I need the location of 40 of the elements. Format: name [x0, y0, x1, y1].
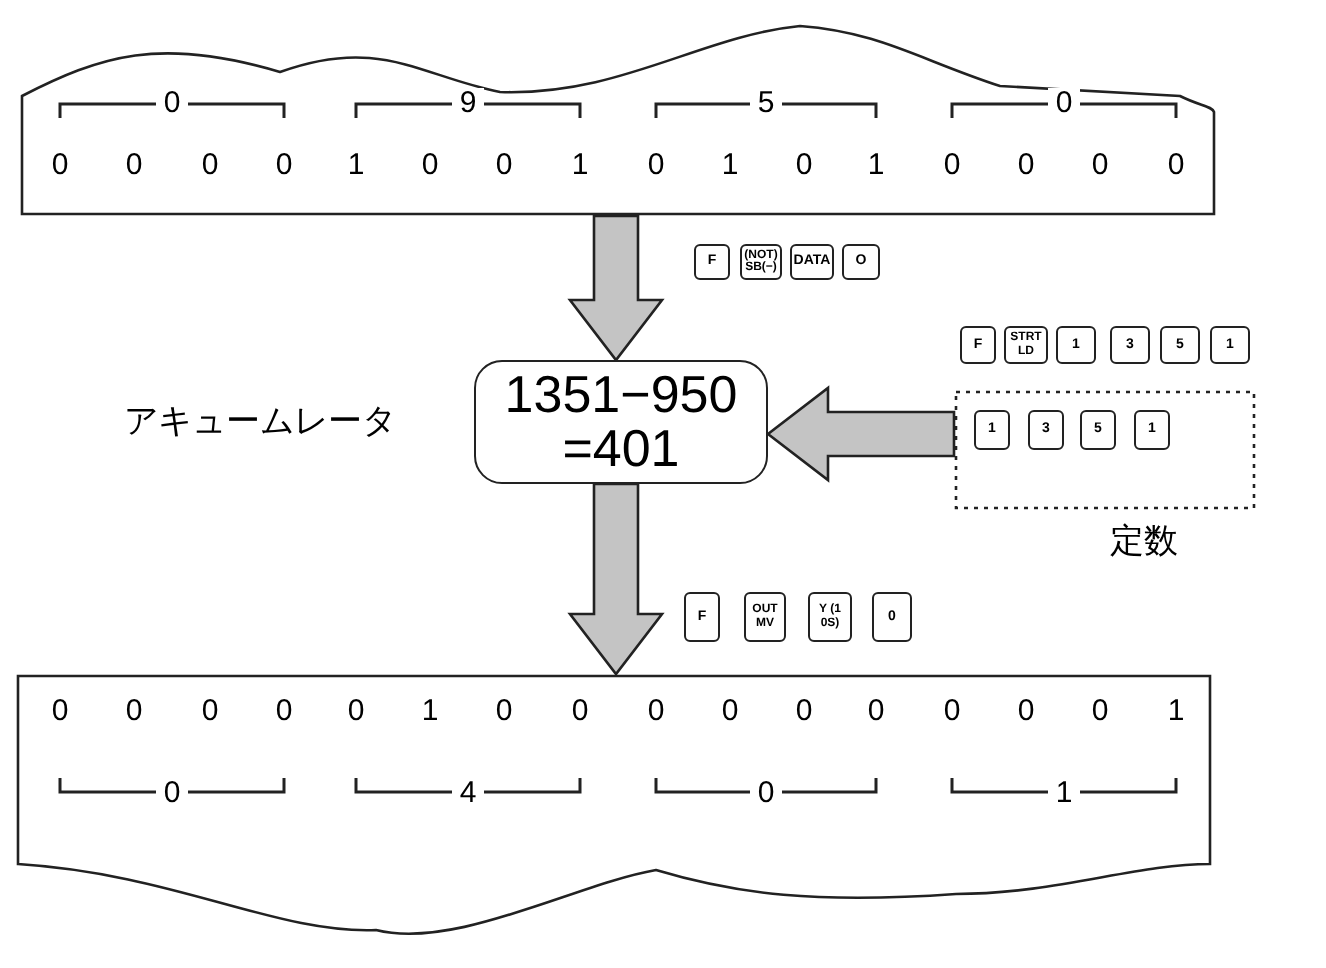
- bit-value: 0: [645, 696, 667, 728]
- bit-value: 0: [1015, 696, 1037, 728]
- dashed-group-box: [954, 390, 1256, 510]
- bit-value: 1: [865, 150, 887, 182]
- block-arrow: [567, 482, 665, 677]
- bit-value: 0: [493, 150, 515, 182]
- bit-value: 0: [941, 150, 963, 182]
- bit-value: 0: [793, 696, 815, 728]
- bit-value: 0: [199, 150, 221, 182]
- accumulator-box: [474, 360, 768, 484]
- bit-value: 1: [1165, 696, 1187, 728]
- bit-value: 0: [199, 696, 221, 728]
- bit-value: 0: [645, 150, 667, 182]
- bit-value: 0: [865, 696, 887, 728]
- bit-value: 0: [493, 696, 515, 728]
- bit-value: 1: [569, 150, 591, 182]
- bit-value: 0: [123, 150, 145, 182]
- bit-value: 0: [419, 150, 441, 182]
- bit-value: 0: [1089, 696, 1111, 728]
- bit-value: 0: [273, 150, 295, 182]
- bit-value: 0: [569, 696, 591, 728]
- bit-value: 0: [719, 696, 741, 728]
- bit-value: 1: [719, 150, 741, 182]
- bit-value: 0: [1165, 150, 1187, 182]
- bit-value: 0: [1089, 150, 1111, 182]
- bit-value: 0: [941, 696, 963, 728]
- node-label: 定数: [1110, 522, 1178, 562]
- bit-value: 0: [273, 696, 295, 728]
- bit-value: 1: [419, 696, 441, 728]
- bit-value: 0: [1015, 150, 1037, 182]
- accumulator-value: 1351−950 =401: [503, 368, 739, 476]
- block-arrow: [765, 385, 956, 483]
- block-arrow: [567, 214, 665, 363]
- bit-value: 0: [49, 150, 71, 182]
- node-label: アキュームレータ: [124, 402, 396, 442]
- bit-value: 0: [49, 696, 71, 728]
- bit-value: 1: [345, 150, 367, 182]
- bit-value: 0: [793, 150, 815, 182]
- bit-value: 0: [345, 696, 367, 728]
- bit-value: 0: [123, 696, 145, 728]
